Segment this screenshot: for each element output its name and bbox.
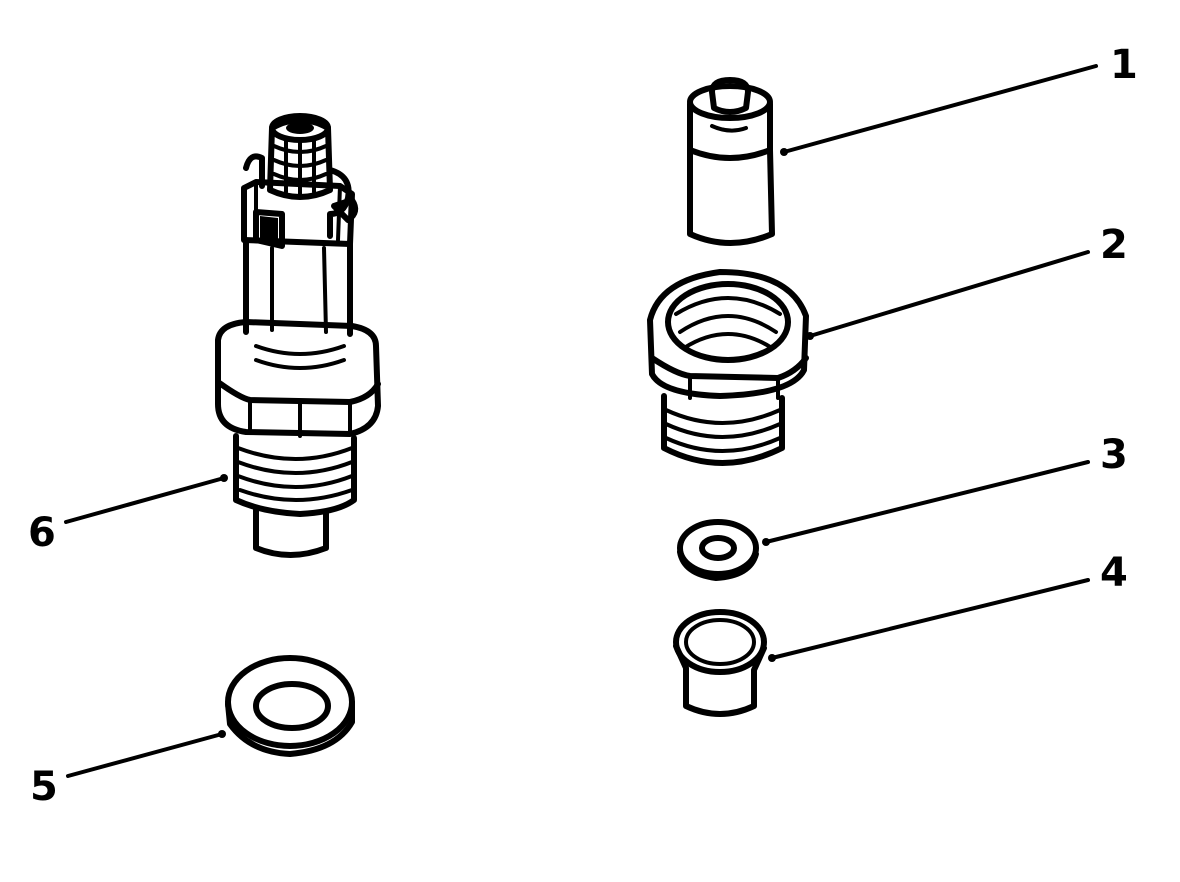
part-holder-nut xyxy=(647,269,809,466)
part-injector-body xyxy=(215,113,381,558)
callout-2: 2 xyxy=(1100,222,1128,268)
leader-lines xyxy=(64,64,1098,778)
part-seal-washer-large xyxy=(225,655,355,757)
leader-5 xyxy=(66,732,224,778)
leader-2 xyxy=(808,250,1090,338)
leader-6 xyxy=(64,476,226,524)
part-sleeve xyxy=(673,609,767,717)
part-small-washer xyxy=(677,519,759,581)
callout-6: 6 xyxy=(28,510,56,556)
callout-3: 3 xyxy=(1100,432,1128,478)
callout-4: 4 xyxy=(1100,550,1128,596)
callout-5: 5 xyxy=(30,764,58,810)
callout-1: 1 xyxy=(1110,42,1138,88)
leader-4 xyxy=(770,578,1090,660)
callout-labels: 1 2 3 4 5 6 xyxy=(28,42,1138,810)
leader-1 xyxy=(782,64,1098,154)
leader-3 xyxy=(764,460,1090,544)
part-nozzle-cap xyxy=(687,77,775,246)
